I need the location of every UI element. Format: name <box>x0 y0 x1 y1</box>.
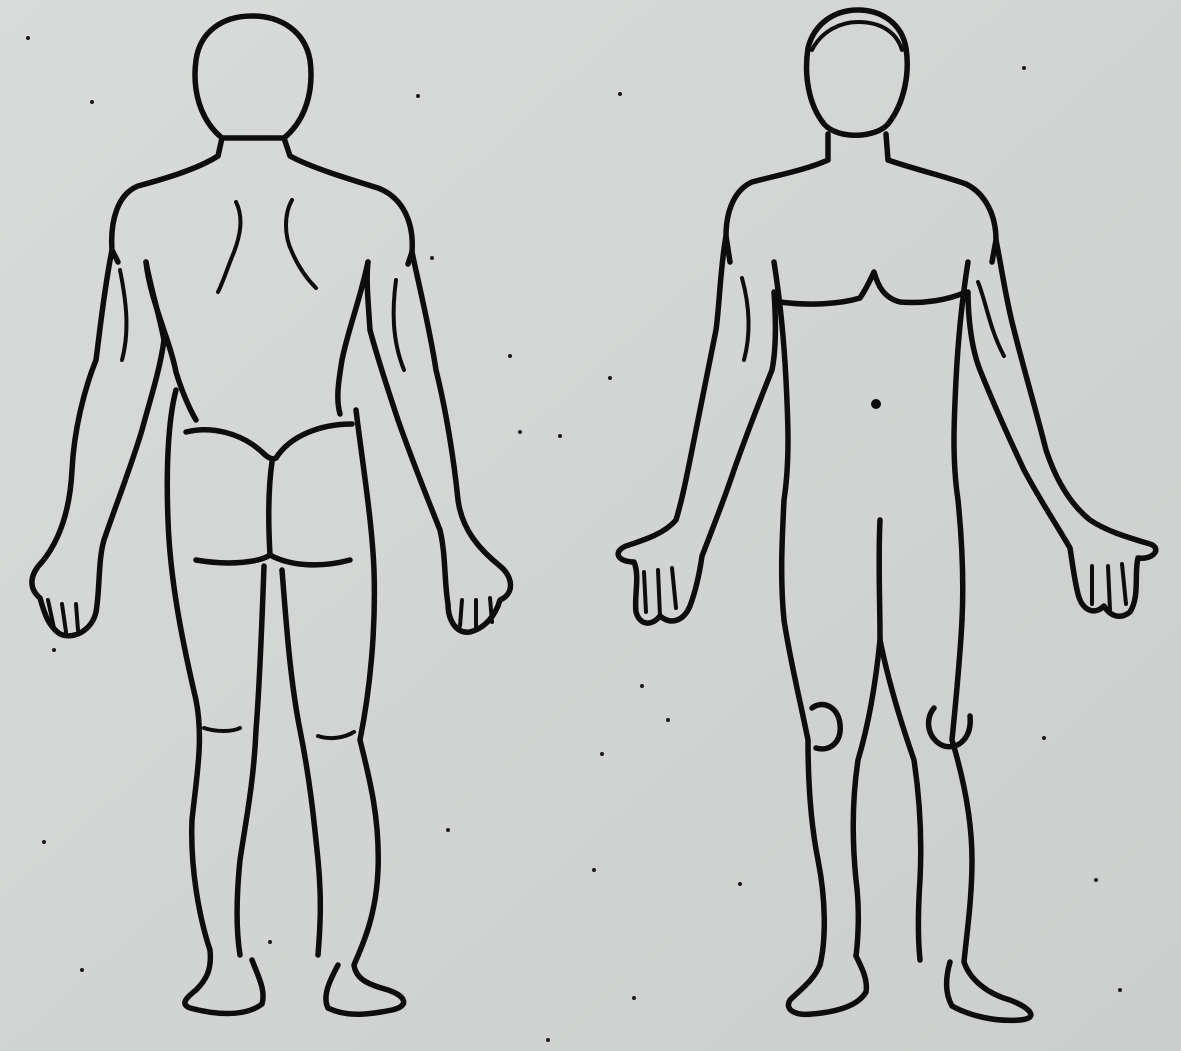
front-groin-line <box>879 520 880 640</box>
back-gluteal-cleft <box>269 462 272 555</box>
front-navel <box>871 399 881 409</box>
